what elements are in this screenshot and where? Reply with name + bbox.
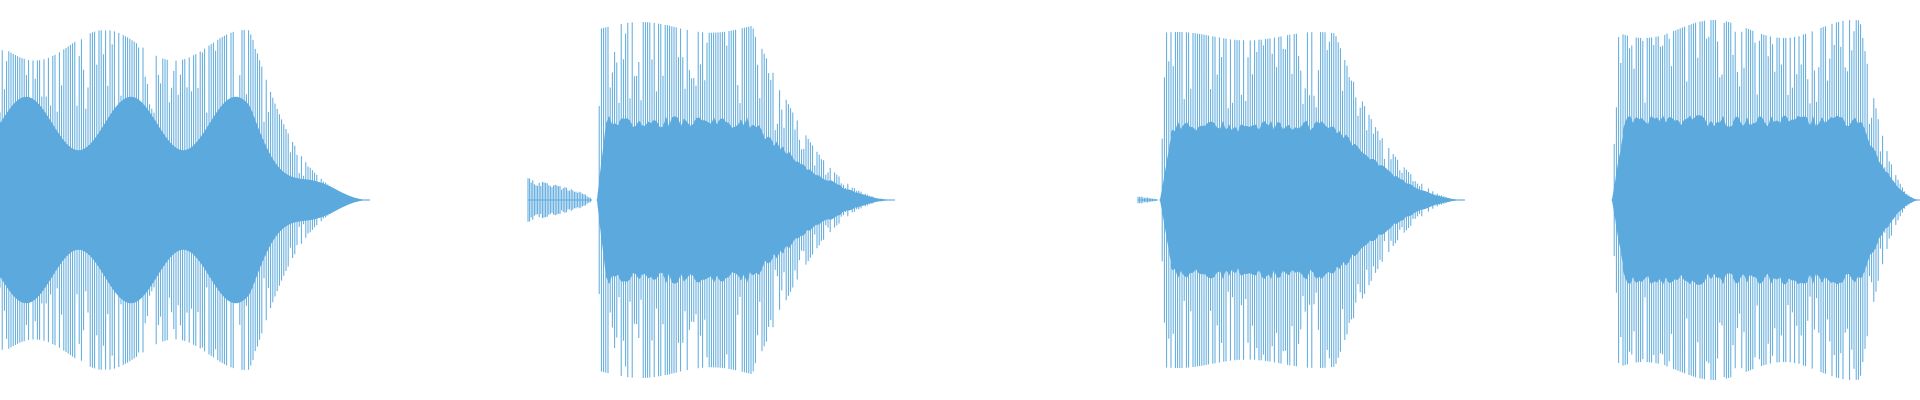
waveform-burst-1 — [0, 30, 371, 370]
waveform-burst-2-core — [597, 116, 894, 284]
waveform-burst-3-lead — [1137, 196, 1158, 204]
waveform-burst-2-lead — [527, 178, 592, 222]
waveform-burst-4 — [1611, 20, 1920, 380]
waveform-burst-1-core — [0, 96, 369, 304]
waveform-burst-4-core — [1612, 115, 1918, 285]
waveform-burst-3 — [1137, 32, 1465, 368]
waveform-burst-3-core — [1160, 120, 1463, 280]
waveform-burst-2 — [527, 22, 895, 378]
